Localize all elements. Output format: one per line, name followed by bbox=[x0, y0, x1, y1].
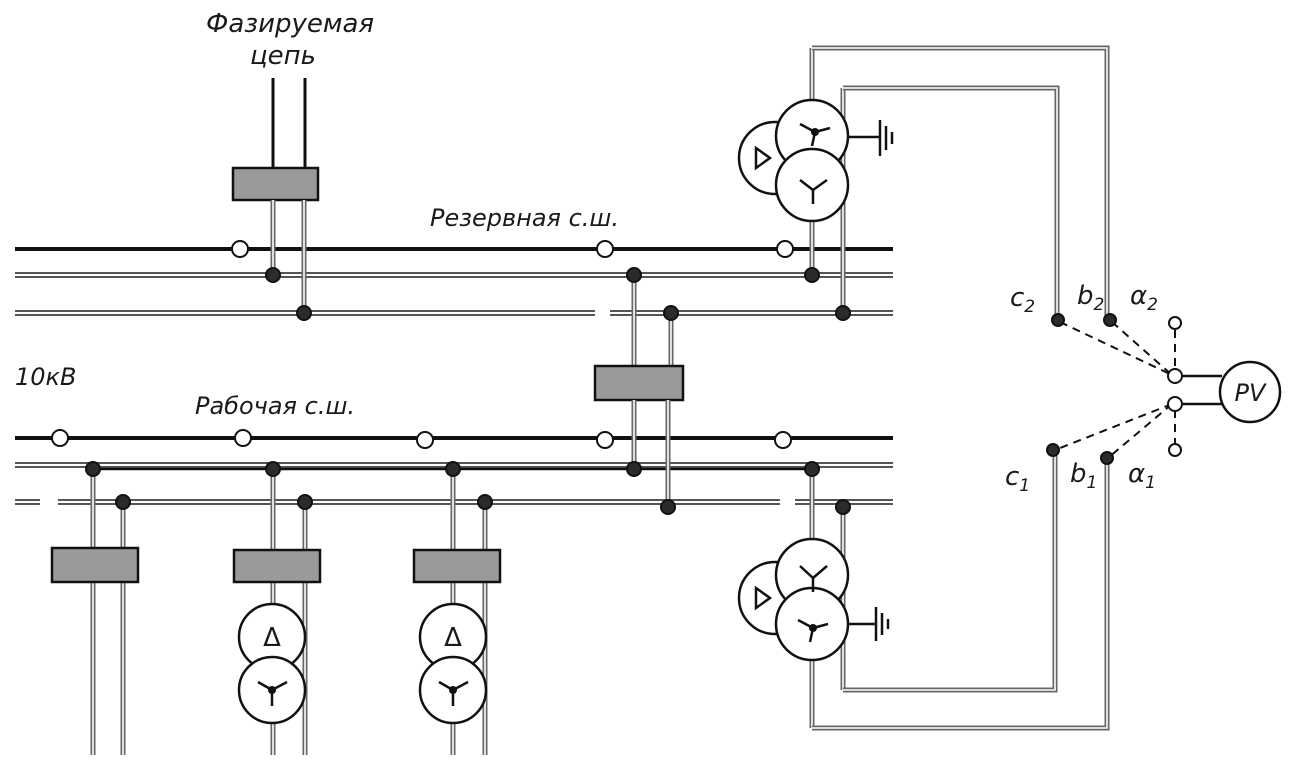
delta-icon bbox=[754, 145, 773, 171]
junction-node bbox=[265, 267, 281, 283]
terminal-c1-label: c1 bbox=[1005, 462, 1030, 496]
feeder-1-breaker bbox=[50, 546, 140, 584]
disconnector-node bbox=[234, 429, 252, 447]
voltmeter: PV bbox=[1218, 360, 1282, 424]
junction-node bbox=[804, 461, 820, 477]
switch-contact-upper bbox=[1167, 368, 1183, 384]
voltage-transformer-upper bbox=[737, 48, 894, 313]
phasing-switch bbox=[1046, 313, 1222, 465]
reserve-bus-label: Резервная с.ш. bbox=[430, 204, 619, 232]
reserve-bus-system bbox=[15, 247, 893, 316]
vt-lower-star-grounded-winding bbox=[774, 586, 850, 662]
disconnector-node bbox=[596, 240, 614, 258]
feeder-1 bbox=[50, 469, 140, 755]
junction-node bbox=[835, 305, 851, 321]
star-grounded-icon bbox=[257, 680, 288, 706]
terminal-a1 bbox=[1168, 443, 1182, 457]
junction-node bbox=[835, 499, 851, 515]
terminal-a1-label: α1 bbox=[1128, 459, 1156, 493]
junction-node bbox=[626, 267, 642, 283]
ground-icon bbox=[848, 120, 894, 156]
terminal-a2-label: α2 bbox=[1130, 281, 1158, 315]
disconnector-node bbox=[774, 431, 792, 449]
terminal-b1 bbox=[1100, 451, 1114, 465]
disconnector-node bbox=[51, 429, 69, 447]
junction-node bbox=[115, 494, 131, 510]
junction-node bbox=[445, 461, 461, 477]
phased-circuit-feeder bbox=[231, 78, 320, 313]
junction-node bbox=[265, 461, 281, 477]
delta-icon: Δ bbox=[444, 623, 462, 653]
voltage-label: 10кВ bbox=[15, 363, 77, 391]
working-bus-label: Рабочая с.ш. bbox=[195, 392, 355, 420]
delta-icon: Δ bbox=[263, 623, 281, 653]
star-grounded-icon bbox=[797, 618, 829, 643]
terminal-a2 bbox=[1168, 316, 1182, 330]
junction-node bbox=[477, 494, 493, 510]
disconnector-node bbox=[416, 431, 434, 449]
phased-circuit-label-line2: цепь bbox=[250, 41, 316, 71]
feeder-3: Δ bbox=[412, 469, 502, 755]
feeder-2-breaker bbox=[232, 548, 322, 584]
phased-circuit-label-line1: Фазируемая bbox=[206, 9, 374, 39]
star-icon bbox=[799, 178, 828, 204]
voltmeter-label: PV bbox=[1235, 379, 1267, 407]
terminal-c2 bbox=[1051, 313, 1065, 327]
feeder-3-breaker bbox=[412, 548, 502, 584]
delta-icon bbox=[754, 585, 773, 611]
secondary-wiring bbox=[812, 45, 1110, 731]
disconnector-node bbox=[776, 240, 794, 258]
bus-coupler bbox=[593, 275, 685, 507]
voltage-transformer-lower bbox=[737, 465, 890, 728]
junction-node bbox=[663, 305, 679, 321]
feeder-2: Δ bbox=[232, 469, 322, 755]
terminal-b2-label: b2 bbox=[1077, 281, 1104, 315]
star-grounded-icon bbox=[438, 680, 469, 706]
bus-coupler-breaker bbox=[593, 364, 685, 402]
star-icon bbox=[799, 565, 828, 592]
terminal-b1-label: b1 bbox=[1070, 459, 1097, 493]
vt-upper-star-winding bbox=[774, 147, 850, 223]
junction-node bbox=[297, 494, 313, 510]
phased-circuit-breaker bbox=[231, 166, 320, 202]
disconnector-node bbox=[231, 240, 249, 258]
disconnector-node bbox=[596, 431, 614, 449]
junction-node bbox=[85, 461, 101, 477]
terminal-c2-label: c2 bbox=[1010, 283, 1035, 317]
junction-node bbox=[660, 499, 676, 515]
terminal-b2 bbox=[1103, 313, 1117, 327]
junction-node bbox=[296, 305, 312, 321]
junction-node bbox=[626, 461, 642, 477]
voltmeter-circle bbox=[1218, 360, 1282, 424]
star-grounded-icon bbox=[799, 122, 831, 147]
switch-contact-lower bbox=[1167, 396, 1183, 412]
terminal-c1 bbox=[1046, 443, 1060, 457]
junction-node bbox=[804, 267, 820, 283]
bus-nodes bbox=[51, 240, 851, 515]
ground-icon bbox=[848, 607, 890, 641]
